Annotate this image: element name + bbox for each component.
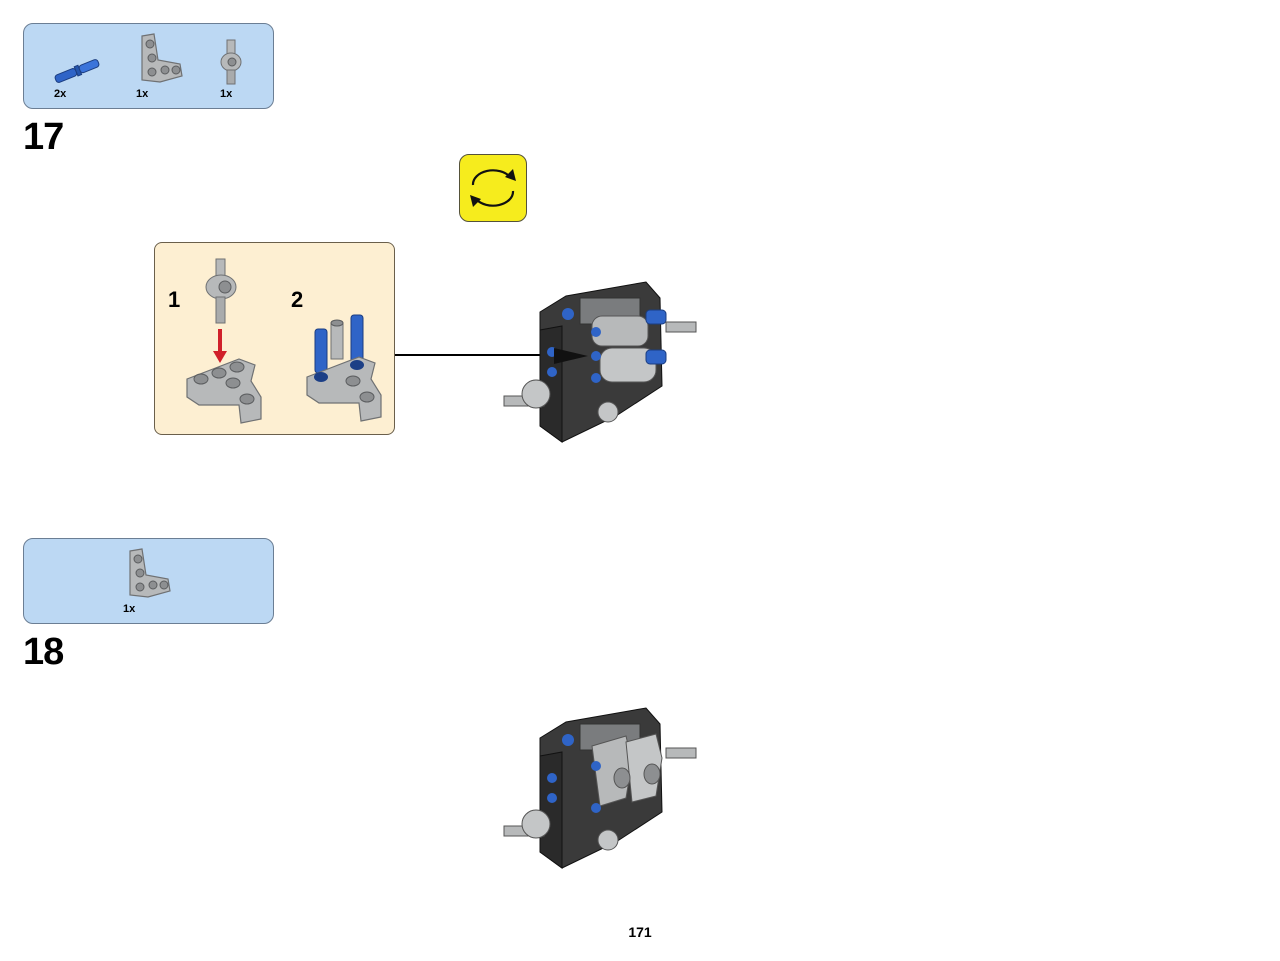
callout-line [395,354,575,356]
rotate-model-icon [459,154,527,222]
sub-assembly-box: 1 2 [154,242,395,435]
parts-list-step-18: 1x [23,538,274,624]
red-arrow-icon [213,329,227,363]
page-number: 171 [628,924,652,940]
step-number: 17 [23,116,64,158]
sub-step-number: 2 [291,287,304,312]
step-number: 18 [23,631,64,673]
part-qty: 2x [54,88,67,100]
gray-t-beam-icon [129,548,171,598]
step-17-model-image [503,281,697,443]
axle-connector-icon [205,258,237,324]
part-qty: 1x [220,88,233,100]
gray-t-beam-icon [186,358,262,424]
part-qty: 1x [123,603,136,615]
part-qty: 1x [136,88,149,100]
sub-step-number: 1 [168,287,181,312]
gray-t-beam-icon [141,33,183,83]
assembled-beam-icon [306,314,382,422]
gray-axle-connector-icon [220,39,242,85]
parts-list-step-17: 2x 1x 1x [23,23,274,109]
step-18-model-image [503,707,697,869]
blue-axle-pin-icon [54,59,100,83]
